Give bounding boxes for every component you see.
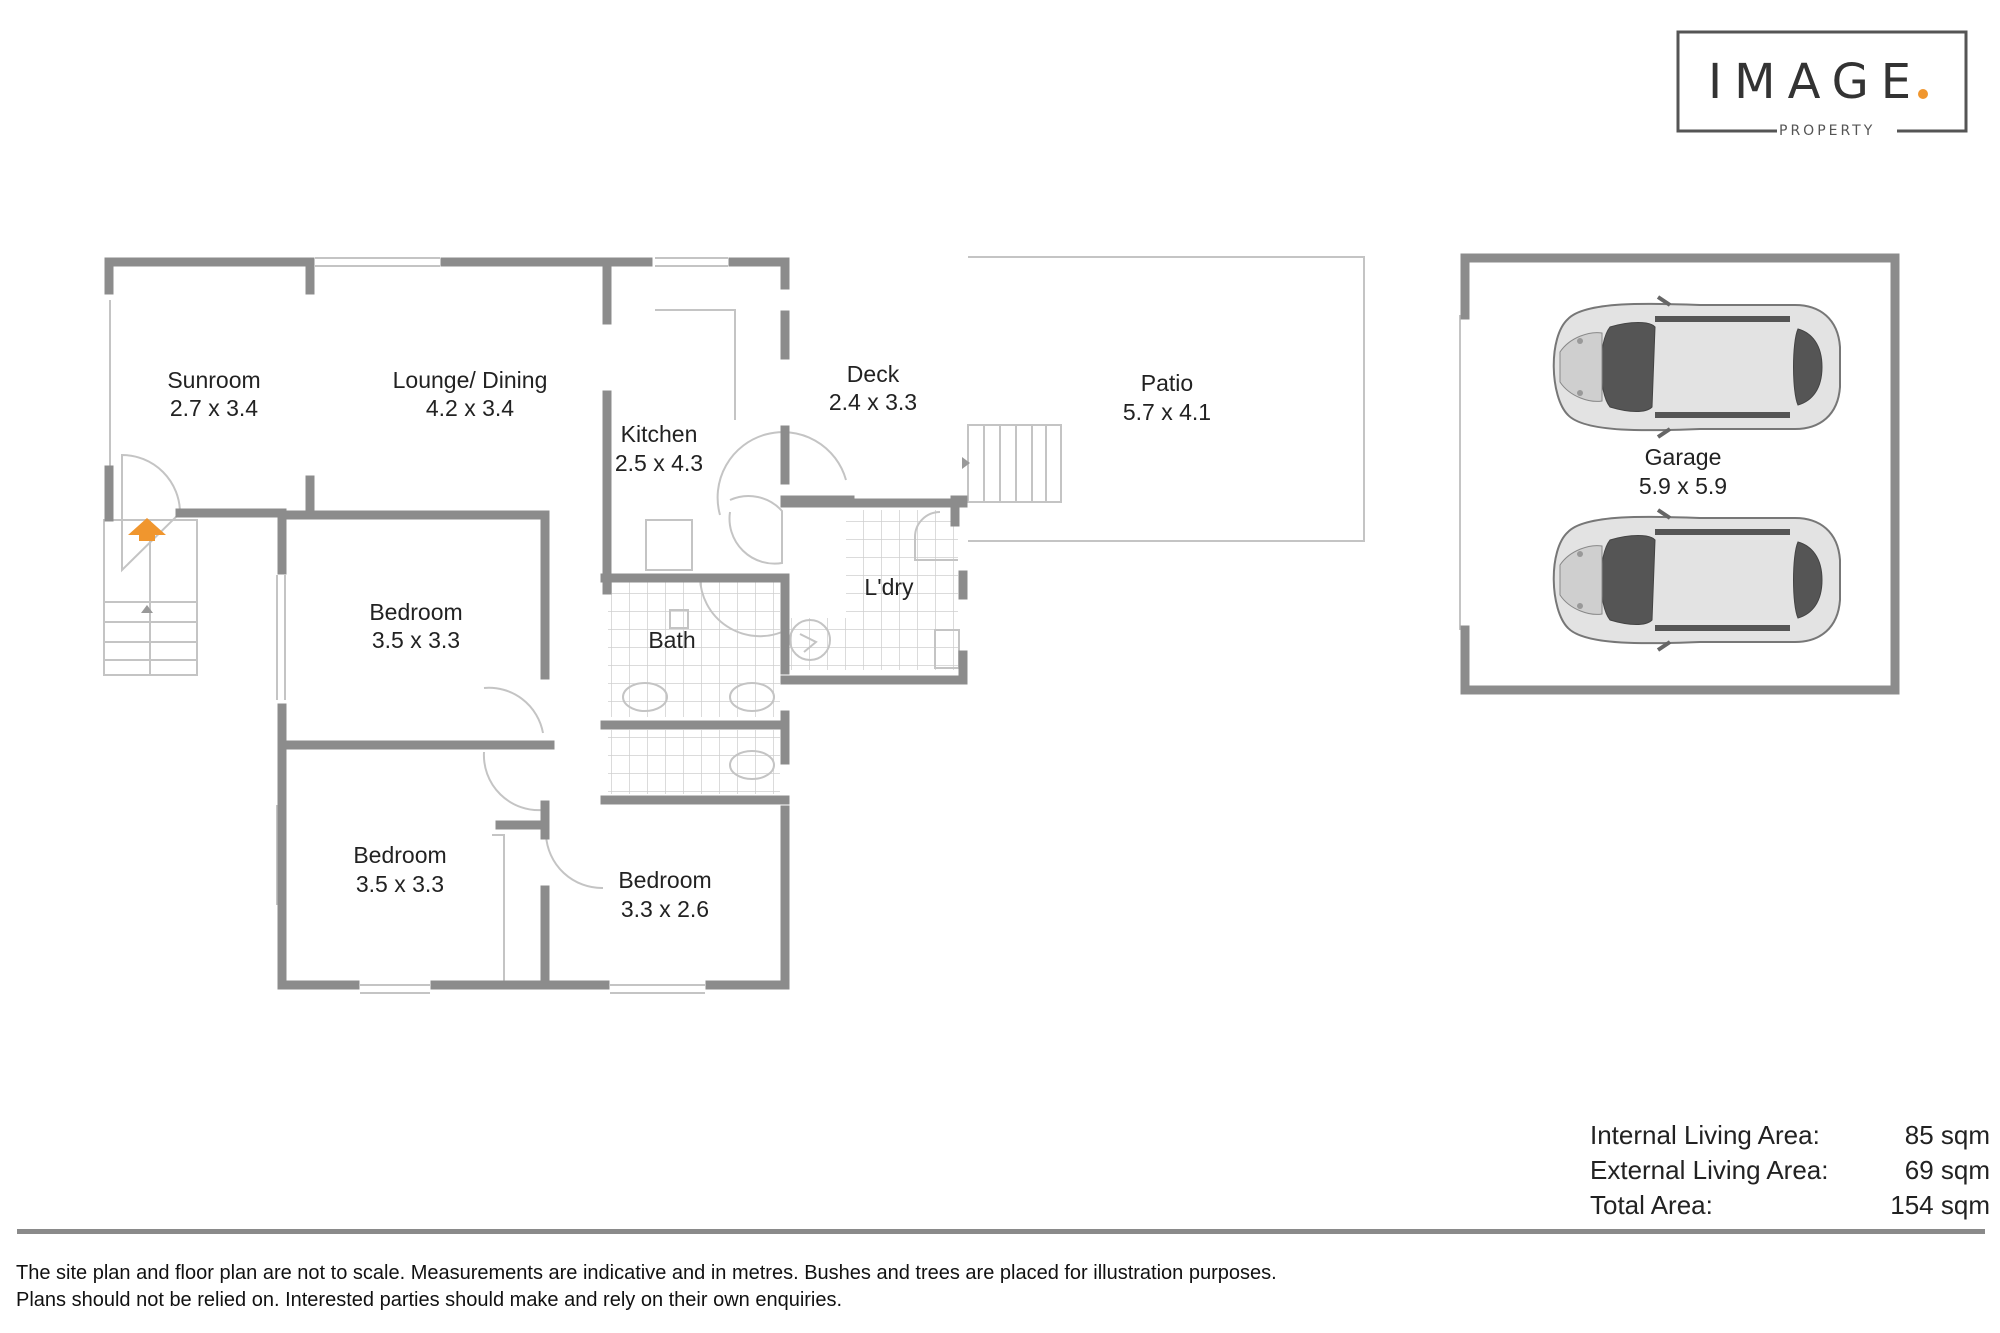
logo: IMAGE PROPERTY [1676, 30, 1968, 139]
laundry-tiles [846, 510, 958, 670]
bath-tiles [608, 578, 780, 717]
area-summary: Internal Living Area: 85 sqm External Li… [1590, 1118, 1990, 1223]
area-label: External Living Area: [1590, 1155, 1829, 1185]
lounge-name: Lounge/ Dining [393, 367, 548, 393]
area-row-total: Total Area: 154 sqm [1590, 1188, 1990, 1223]
divider [17, 1229, 1985, 1234]
stairs-arrow-icon [141, 605, 153, 613]
deck-name: Deck [847, 361, 900, 387]
fixtures [109, 300, 1461, 986]
bedroom1-dims: 3.5 x 3.3 [372, 627, 460, 653]
patio-name: Patio [1141, 370, 1193, 396]
entry-stairs [103, 519, 198, 676]
toilet-tiles [608, 730, 780, 794]
bath-name: Bath [648, 627, 695, 653]
bedroom2-name: Bedroom [353, 842, 446, 868]
logo-dot-icon [1918, 89, 1928, 99]
area-value: 69 sqm [1904, 1155, 1990, 1185]
bedroom1-name: Bedroom [369, 599, 462, 625]
garage-dims: 5.9 x 5.9 [1639, 473, 1727, 499]
bedroom3-name: Bedroom [618, 867, 711, 893]
kitchen-dims: 2.5 x 4.3 [615, 450, 703, 476]
kitchen-name: Kitchen [621, 421, 698, 447]
deck-dims: 2.4 x 3.3 [829, 389, 917, 415]
garage-name: Garage [1645, 444, 1722, 470]
laundry-name: L'dry [864, 574, 914, 600]
sunroom-dims: 2.7 x 3.4 [170, 395, 258, 421]
bedroom3-dims: 3.3 x 2.6 [621, 896, 709, 922]
sunroom-name: Sunroom [167, 367, 260, 393]
area-label: Internal Living Area: [1590, 1120, 1820, 1150]
logo-subtext: PROPERTY [1779, 123, 1875, 139]
lounge-dims: 4.2 x 3.4 [426, 395, 514, 421]
area-row-external: External Living Area: 69 sqm [1590, 1153, 1990, 1188]
car-icon [1554, 510, 1840, 650]
patio-step-arrow-icon [962, 457, 970, 469]
walls [104, 253, 1900, 990]
logo-text: IMAGE [1708, 54, 1923, 110]
area-row-internal: Internal Living Area: 85 sqm [1590, 1118, 1990, 1153]
windows [276, 257, 728, 994]
patio-dims: 5.7 x 4.1 [1123, 399, 1211, 425]
car-icon [1554, 297, 1840, 437]
disclaimer: The site plan and floor plan are not to … [16, 1260, 1716, 1314]
area-value: 154 sqm [1890, 1190, 1990, 1220]
bedroom2-dims: 3.5 x 3.3 [356, 871, 444, 897]
entry-arrow-icon [128, 518, 166, 541]
area-label: Total Area: [1590, 1190, 1713, 1220]
room-labels: Sunroom 2.7 x 3.4 Lounge/ Dining 4.2 x 3… [167, 361, 1727, 922]
disclaimer-line: The site plan and floor plan are not to … [16, 1262, 1277, 1284]
area-value: 85 sqm [1904, 1120, 1990, 1150]
disclaimer-line: Plans should not be relied on. Intereste… [16, 1289, 843, 1311]
